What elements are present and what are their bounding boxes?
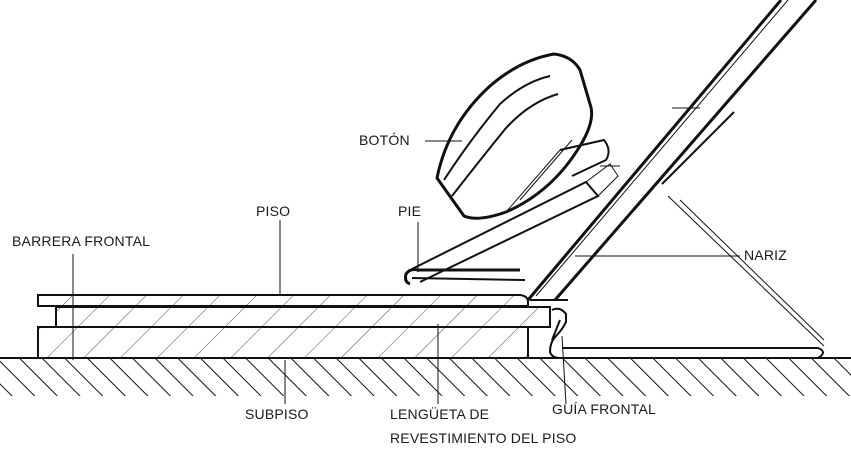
leader-lines xyxy=(72,140,740,405)
label-nariz: NARIZ xyxy=(744,247,787,263)
label-pie: PIE xyxy=(398,203,421,219)
front-guide xyxy=(548,307,567,359)
lower-board xyxy=(37,326,529,359)
label-subpiso: SUBPISO xyxy=(245,406,309,422)
middle-layer xyxy=(55,306,551,328)
labels: BOTÓN PISO PIE BARRERA FRONTAL NARIZ SUB… xyxy=(12,132,787,446)
nose-bar xyxy=(526,0,825,347)
label-barrera-frontal: BARRERA FRONTAL xyxy=(12,233,150,249)
label-guia-frontal: GUÍA FRONTAL xyxy=(552,401,656,417)
label-lengueta-line1: LENGÜETA DE xyxy=(390,405,489,422)
floor-plate xyxy=(37,294,529,307)
leader-guia xyxy=(561,335,567,405)
label-piso: PISO xyxy=(256,203,290,219)
label-lengueta-line2: REVESTIMIENTO DEL PISO xyxy=(390,430,576,446)
ground-hatch xyxy=(0,357,851,396)
label-boton: BOTÓN xyxy=(359,132,410,148)
button-knob xyxy=(435,52,610,220)
nose-base-plate xyxy=(560,347,824,359)
foot-arm xyxy=(404,163,619,286)
